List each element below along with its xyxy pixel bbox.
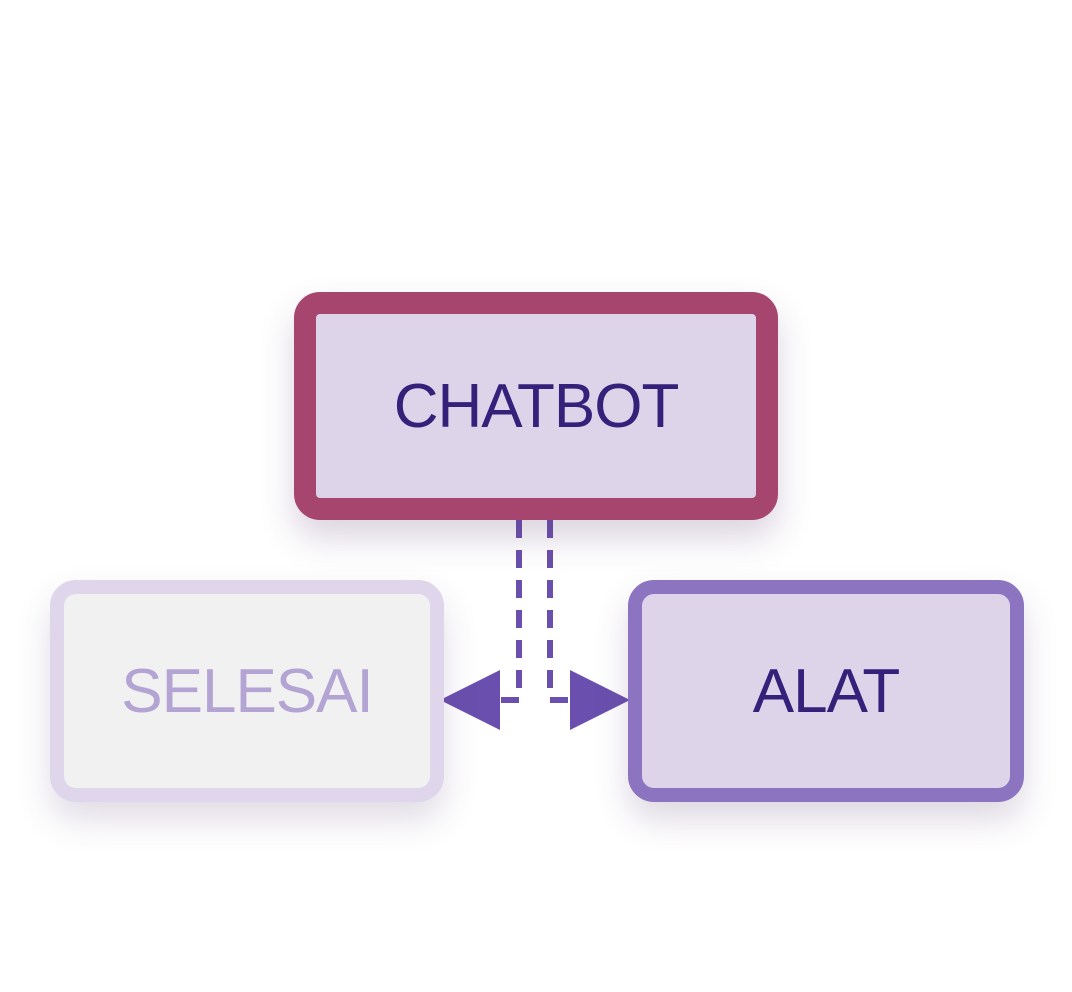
edge-chatbot-to-selesai (440, 520, 522, 730)
edge-chatbot-to-alat (547, 520, 630, 730)
node-selesai: SELESAI (50, 580, 444, 802)
node-chatbot-label: CHATBOT (393, 371, 680, 441)
node-chatbot: CHATBOT (294, 292, 778, 520)
node-selesai-label: SELESAI (121, 656, 373, 726)
node-alat: ALAT (628, 580, 1024, 802)
node-alat-label: ALAT (752, 656, 900, 726)
